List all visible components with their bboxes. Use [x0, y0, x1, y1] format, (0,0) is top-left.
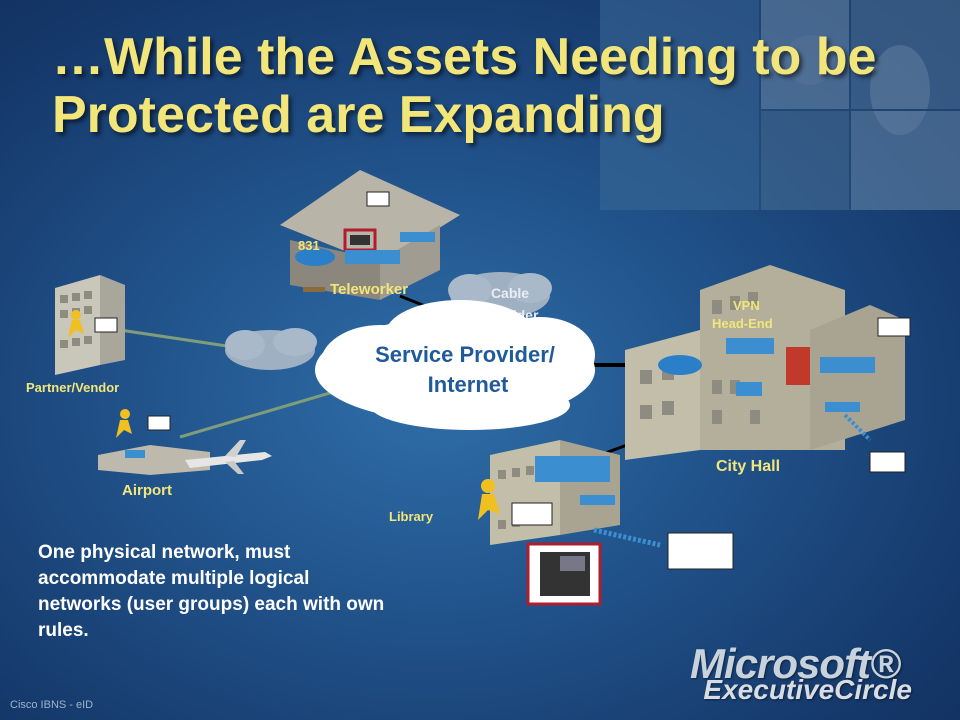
vpn-label-line1: VPN — [733, 298, 760, 313]
main-cloud-line1: Service Provider/ — [375, 342, 555, 367]
airport-label: Airport — [122, 482, 172, 499]
vpn-concentrator-icon — [726, 338, 774, 354]
teleworker-label: Teleworker — [330, 281, 409, 298]
small-cloud — [225, 328, 317, 370]
airport-building — [98, 409, 272, 475]
laptop-icon-cityhall-top — [877, 317, 911, 337]
laptop-icon-wireless — [667, 532, 734, 570]
firewall-icon — [786, 347, 810, 385]
person-icon-library — [481, 479, 495, 493]
access-point-icon-library — [580, 495, 615, 505]
microsoft-executive-circle-logo: Microsoft® ExecutiveCircle — [620, 640, 940, 706]
partner-vendor-label: Partner/Vendor — [26, 380, 120, 395]
library-building — [478, 440, 734, 606]
router-icon-airport — [125, 450, 145, 458]
city-hall-label: City Hall — [716, 458, 781, 475]
logo-executive-circle-text: ExecutiveCircle — [703, 674, 912, 705]
access-point-icon-cityhall — [825, 402, 860, 412]
router-831-icon — [295, 248, 335, 266]
access-point-icon — [400, 232, 435, 242]
cable-cloud-line1: Cable — [491, 285, 529, 301]
switch-icon-teleworker — [345, 250, 400, 264]
server-icon-cityhall — [736, 382, 762, 396]
library-label: Library — [389, 509, 434, 524]
city-hall-building — [625, 265, 911, 473]
laptop-icon-teleworker — [366, 191, 390, 207]
router-icon-cityhall — [658, 355, 702, 375]
main-cloud-line2: Internet — [428, 372, 509, 397]
person-icon-airport — [120, 409, 130, 419]
laptop-icon-airport — [147, 415, 171, 431]
caption-text: One physical network, must accommodate m… — [38, 542, 385, 641]
wireless-link-cityhall — [843, 413, 872, 442]
link-partner-cloud — [119, 328, 241, 350]
laptop-icon-cityhall-bottom — [869, 451, 906, 473]
partner-building — [55, 275, 125, 375]
switch-icon-library — [535, 456, 610, 482]
switch-icon-cityhall — [820, 357, 875, 373]
vpn-label-line2: Head-End — [712, 316, 773, 331]
decorative-corner-image — [600, 0, 960, 210]
teleworker-house — [280, 170, 460, 300]
link-airport-cloud — [179, 388, 341, 439]
laptop-icon-library — [511, 502, 553, 526]
airplane-icon — [185, 452, 272, 468]
wireless-link-library — [593, 527, 661, 548]
logo-microsoft-text: Microsoft® — [690, 640, 901, 687]
laptop-icon-partner — [94, 317, 118, 333]
router-model-label: 831 — [298, 238, 320, 253]
footer-text: Cisco IBNS - eID — [10, 699, 94, 711]
slide-title: …While the Assets Needing to be Protecte… — [52, 28, 877, 144]
person-icon-partner — [71, 310, 81, 320]
main-cloud-shape — [315, 300, 595, 430]
